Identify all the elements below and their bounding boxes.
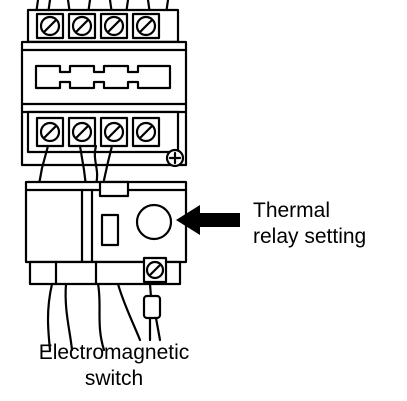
- terminal-screw-icon: [35, 12, 65, 40]
- pointer-arrow-icon: [176, 205, 240, 235]
- switch-label-line1: Electromagnetic: [38, 341, 190, 364]
- ring-lug: [142, 294, 162, 342]
- thermal-relay-setting-label: Thermal relay setting: [253, 198, 366, 250]
- terminal-screw-icon: [99, 12, 129, 40]
- terminal-screw-icon: [99, 116, 129, 148]
- thermal-relay: [24, 180, 188, 286]
- thermal-label-line1: Thermal: [253, 199, 331, 222]
- terminal-screw-icon: [142, 256, 168, 284]
- link-wires: [36, 144, 114, 192]
- terminal-screw-icon: [35, 116, 65, 148]
- top-terminal-block: [26, 8, 180, 44]
- switch-label-line2: switch: [84, 367, 144, 390]
- electromagnetic-switch-label: Electromagnetic switch: [14, 340, 214, 392]
- terminal-screw-icon: [67, 116, 97, 148]
- terminal-screw-icon: [131, 12, 161, 40]
- terminal-screw-icon: [131, 116, 161, 148]
- setting-dial-icon: [135, 203, 173, 241]
- ground-terminal-icon: [165, 148, 185, 168]
- thermal-label-line2: relay setting: [253, 225, 367, 248]
- bottom-terminal-block: [26, 110, 180, 154]
- top-wires: [34, 0, 170, 16]
- terminal-screw-icon: [67, 12, 97, 40]
